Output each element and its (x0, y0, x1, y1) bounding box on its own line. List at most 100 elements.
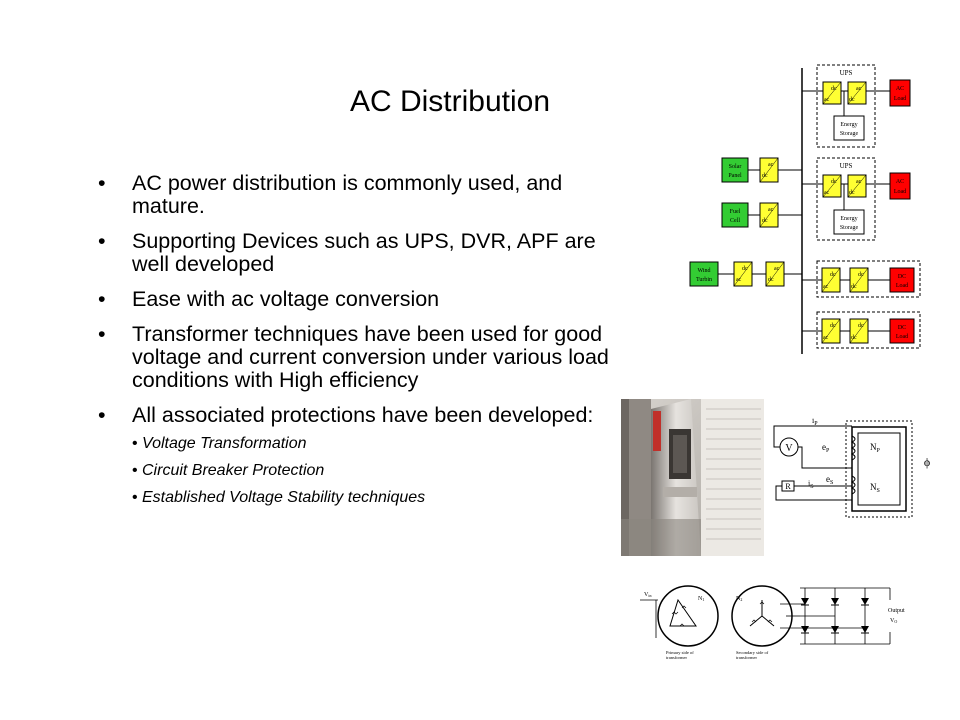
transformer-diagram: ϕ V iP eP NP R iS eS NS (773, 418, 930, 518)
svg-text:Fuel: Fuel (730, 209, 741, 215)
svg-text:Load: Load (896, 334, 908, 340)
bullet-list: • AC power distribution is commonly used,… (98, 172, 618, 519)
dc-load-block: DC Load (889, 267, 915, 293)
svg-text:dc: dc (858, 272, 864, 278)
svg-text:Storage: Storage (840, 131, 859, 137)
svg-text:dc: dc (768, 277, 774, 283)
svg-text:dc: dc (762, 173, 768, 179)
energy-storage-block: Energy Storage (833, 115, 865, 141)
bullet-dot: • (98, 229, 106, 253)
svg-text:AC: AC (896, 179, 904, 185)
svg-text:Load: Load (894, 189, 906, 195)
bullet-item: •Ease with ac voltage conversion (98, 288, 618, 311)
svg-text:ac: ac (774, 266, 780, 272)
svg-text:Storage: Storage (840, 225, 859, 231)
wind-turbine-source: Wind Turbin (689, 261, 719, 287)
bullet-dot: • (98, 403, 106, 427)
bullet-item: • AC power distribution is commonly used,… (98, 172, 618, 218)
bullet-item: •Supporting Devices such as UPS, DVR, AP… (98, 230, 618, 276)
svg-text:ac: ac (736, 277, 742, 283)
sub-bullet-text: Established Voltage Stability techniques (142, 489, 426, 506)
svg-text:dc: dc (851, 284, 857, 290)
sub-bullet-text: Voltage Transformation (142, 435, 307, 452)
svg-text:dc: dc (858, 323, 864, 329)
svg-text:dc: dc (851, 335, 857, 341)
svg-text:ac: ac (768, 207, 774, 213)
energy-storage-block: Energy Storage (833, 209, 865, 235)
transformer-core-inner (857, 432, 901, 506)
sub-bullet-dot: • (132, 489, 138, 506)
svg-text:DC: DC (898, 274, 906, 280)
primary-emf-label: eP (822, 442, 830, 454)
secondary-winding (850, 475, 856, 495)
bullet-dot: • (98, 287, 106, 311)
transformer-core (851, 426, 907, 512)
dc-branch-box (816, 260, 921, 298)
svg-text:ac: ac (856, 86, 862, 92)
input-voltage-label: Vin (644, 592, 651, 598)
converter-block: ac dc (847, 81, 867, 105)
dc-branch-box (816, 311, 921, 349)
svg-text:Energy: Energy (840, 122, 857, 128)
svg-text:Energy: Energy (840, 216, 857, 222)
svg-text:dc: dc (831, 179, 837, 185)
svg-text:ac: ac (824, 97, 830, 103)
voltage-source-label: V (785, 443, 793, 454)
svg-text:dc: dc (831, 86, 837, 92)
converter-block: ac dc (759, 157, 779, 183)
primary-turns-label: N1 (698, 596, 704, 602)
svg-text:Cell: Cell (730, 218, 740, 224)
flux-label: ϕ (924, 455, 930, 469)
ups-label: UPS (840, 69, 853, 77)
ups-label: UPS (840, 162, 853, 170)
converter-block: dc ac (733, 261, 753, 287)
thyristor-leg (861, 588, 869, 644)
wye-winding-icon (749, 600, 775, 627)
sub-bullet-dot: • (132, 462, 138, 479)
core-outline (845, 420, 913, 518)
svg-text:AC: AC (896, 86, 904, 92)
svg-text:Panel: Panel (728, 173, 742, 179)
bullet-text: All associated protections have been dev… (132, 403, 594, 427)
secondary-current-label: iS (808, 479, 814, 490)
ac-load-block: AC Load (889, 172, 911, 200)
svg-text:dc: dc (742, 266, 748, 272)
bullet-text: Transformer techniques have been used fo… (132, 322, 609, 392)
sub-bullet-text: Circuit Breaker Protection (142, 462, 325, 479)
converter-block: dc ac (822, 81, 842, 105)
sub-bullet-item: •Voltage Transformation (132, 435, 618, 453)
converter-block: dc ac (821, 318, 841, 344)
secondary-emf-label: eS (826, 474, 833, 486)
converter-block: dc dc (849, 267, 869, 293)
svg-text:dc: dc (830, 272, 836, 278)
secondary-turns-label: NS (870, 482, 880, 494)
slide-title: AC Distribution (349, 85, 551, 118)
sub-bullet-item: •Circuit Breaker Protection (132, 462, 618, 480)
dc-load-block: DC Load (889, 318, 915, 344)
svg-text:dc: dc (762, 218, 768, 224)
svg-text:dc: dc (849, 190, 855, 196)
converter-block: dc ac (822, 174, 842, 198)
bullet-dot: • (98, 171, 106, 195)
bullet-text: AC power distribution is commonly used, … (132, 171, 563, 218)
resistor-label: R (785, 482, 791, 491)
svg-text:dc: dc (830, 323, 836, 329)
primary-winding-circle (657, 585, 719, 647)
svg-text:ac: ac (824, 190, 830, 196)
ac-load-block: AC Load (889, 79, 911, 107)
svg-text:Turbin: Turbin (696, 277, 712, 283)
svg-text:DC: DC (898, 325, 906, 331)
delta-winding-icon (669, 598, 697, 627)
secondary-turns-label: N2 (736, 596, 742, 602)
converter-block: dc dc (849, 318, 869, 344)
sub-bullet-list: •Voltage Transformation •Circuit Breaker… (132, 435, 618, 507)
primary-current-label: iP (812, 418, 818, 427)
svg-text:Load: Load (894, 96, 906, 102)
svg-text:Wind: Wind (697, 268, 710, 274)
converter-block: dc ac (821, 267, 841, 293)
svg-text:ac: ac (856, 179, 862, 185)
